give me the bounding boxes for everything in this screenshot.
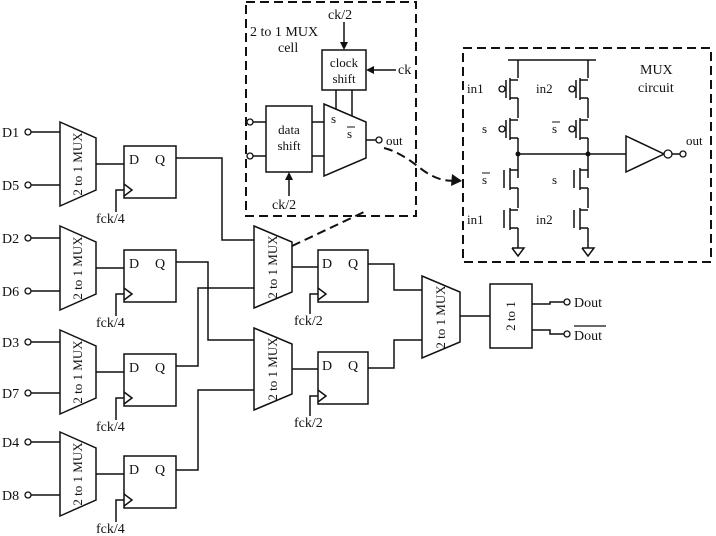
svg-text:in1: in1 [467,81,484,96]
clock-label-ck2-bottom: ck/2 [272,198,296,213]
svg-text:Q: Q [155,361,165,376]
output-terminal-dout-bar [563,330,571,338]
svg-text:s: s [347,126,352,141]
svg-text:clock: clock [330,55,359,70]
clock-label-ck: ck [398,63,411,78]
input-label-d2: D2 [2,232,19,247]
svg-text:Q: Q [348,257,358,272]
input-label-d4: D4 [2,436,19,451]
svg-text:s: s [482,172,487,187]
svg-text:out: out [686,133,703,148]
mux-stage3: 2 to 1 MUX [421,274,490,360]
svg-text:D: D [322,359,332,374]
mux-stage2-b: 2 to 1 MUX [253,326,293,412]
svg-text:out: out [386,133,403,148]
svg-text:Q: Q [348,359,358,374]
final-2to1-block [489,283,533,349]
output-terminal-dout [563,298,571,306]
svg-text:s: s [482,121,487,136]
flipflop-stage1-b: D Q fck/4 [96,249,177,331]
input-terminal-d5 [24,181,32,189]
input-label-d7: D7 [2,387,19,402]
data-shift-block [265,105,313,173]
mux-stage1-a: 2 to 1 MUX [59,120,97,208]
input-terminal-d2 [24,234,32,242]
svg-text:Q: Q [155,257,165,272]
clock-label-fck4-c: fck/4 [96,420,125,435]
input-label-d5: D5 [2,179,19,194]
output-label-dout-bar: Dout [574,329,602,344]
svg-text:2 to 1 MUX: 2 to 1 MUX [70,442,85,506]
clock-label-fck4-a: fck/4 [96,212,125,227]
input-terminal-d6 [24,287,32,295]
svg-text:D: D [129,463,139,478]
svg-text:s: s [552,172,557,187]
flipflop-stage1-d: D Q fck/4 [96,455,177,536]
svg-text:D: D [322,257,332,272]
mux-stage2-a: 2 to 1 MUX [253,224,293,310]
svg-text:cell: cell [278,41,298,56]
svg-text:shift: shift [332,71,356,86]
svg-text:2 to 1 MUX: 2 to 1 MUX [433,285,448,349]
mux-cell-title: 2 to 1 MUX [250,25,318,40]
input-terminal-d1 [24,128,32,136]
svg-text:data: data [278,122,300,137]
interconnect-stage2-stage3 [368,263,422,369]
input-terminals: D1 D5 D2 D6 D3 D7 D4 D8 [2,126,60,504]
input-terminal-d3 [24,338,32,346]
mux-circuit-inset: MUX circuit in1 s s in1 [462,47,712,263]
cell-mux [323,102,367,178]
input-terminal-d7 [24,389,32,397]
mux-stage1-b: 2 to 1 MUX [59,224,97,312]
svg-text:shift: shift [277,138,301,153]
clock-label-fck4-d: fck/4 [96,522,125,536]
svg-text:D: D [129,153,139,168]
clock-shift-block [321,49,367,91]
inset-connectors [291,147,462,247]
clock-label-fck2-b: fck/2 [294,416,323,431]
clock-label-fck4-b: fck/4 [96,316,125,331]
input-label-d6: D6 [2,285,19,300]
svg-text:s: s [331,111,336,126]
clock-label-ck2-top: ck/2 [328,8,352,23]
svg-text:Q: Q [155,153,165,168]
svg-text:s: s [552,121,557,136]
flipflop-stage2-b: D Q fck/2 [292,351,369,431]
svg-text:2 to 1 MUX: 2 to 1 MUX [70,340,85,404]
svg-text:2 to 1 MUX: 2 to 1 MUX [265,337,280,401]
flipflop-stage2-a: D Q fck/2 [292,249,369,329]
output-inverter [625,134,666,174]
flipflop-stage1-c: D Q fck/4 [96,353,177,435]
svg-text:circuit: circuit [638,81,674,96]
output-stage: 2 to 1 Dout Dout [489,283,606,349]
mux-circuit-title: MUX [640,63,673,78]
input-label-d3: D3 [2,336,19,351]
svg-text:D: D [129,361,139,376]
flipflop-stage1-a: D Q fck/4 [96,145,177,227]
svg-text:in1: in1 [467,212,484,227]
input-label-d8: D8 [2,489,19,504]
mux-stage1-c: 2 to 1 MUX [59,328,97,416]
input-label-d1: D1 [2,126,19,141]
svg-text:2 to 1 MUX: 2 to 1 MUX [70,236,85,300]
interconnect-stage1-stage2 [176,157,254,471]
svg-text:in2: in2 [536,81,553,96]
svg-text:2 to 1 MUX: 2 to 1 MUX [265,235,280,299]
svg-text:D: D [129,257,139,272]
mux-stage1-d: 2 to 1 MUX [59,430,97,518]
svg-text:2 to 1: 2 to 1 [503,301,518,331]
svg-text:Q: Q [155,463,165,478]
output-label-dout: Dout [574,296,602,311]
input-terminal-d8 [24,491,32,499]
clock-label-fck2-a: fck/2 [294,314,323,329]
input-terminal-d4 [24,438,32,446]
mux-cell-inset: 2 to 1 MUX cell ck/2 clock shift ck data… [245,1,417,217]
svg-text:2 to 1 MUX: 2 to 1 MUX [70,132,85,196]
svg-text:in2: in2 [536,212,553,227]
